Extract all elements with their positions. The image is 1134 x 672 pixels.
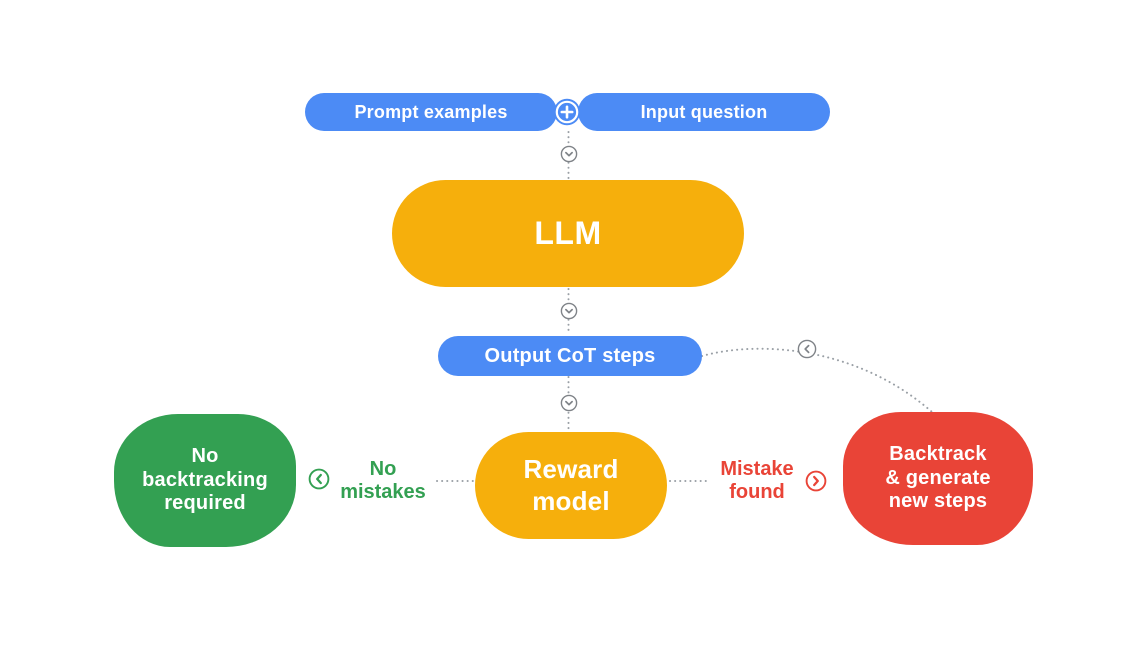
output-cot-steps-pill: Output CoT steps	[438, 336, 702, 376]
reward-model-label-line2: model	[532, 485, 610, 516]
output-cot-steps-label: Output CoT steps	[484, 344, 656, 367]
input-question-pill: Input question	[578, 93, 830, 131]
chevron-right-icon	[805, 470, 827, 492]
backtrack-label-line3: new steps	[888, 490, 988, 513]
no-mistakes-label-line2: mistakes	[340, 481, 426, 503]
backtrack-node: Backtrack & generate new steps	[843, 412, 1033, 545]
no-mistakes-label: No mistakes	[328, 458, 438, 504]
reward-model-label-line1: Reward	[523, 453, 619, 484]
chevron-down-icon	[560, 302, 578, 320]
prompt-examples-pill: Prompt examples	[305, 93, 557, 131]
chevron-left-icon	[797, 339, 817, 359]
chevron-down-icon	[560, 394, 578, 412]
llm-label: LLM	[534, 215, 602, 251]
mistake-found-label: Mistake found	[702, 458, 812, 504]
connector-backtrack-loop	[701, 347, 933, 413]
prompt-examples-label: Prompt examples	[354, 101, 508, 122]
llm-node: LLM	[392, 180, 744, 287]
no-backtracking-label-line3: required	[164, 492, 246, 515]
mistake-found-label-line2: found	[729, 481, 785, 503]
chevron-left-icon	[308, 468, 330, 490]
no-mistakes-label-line1: No	[369, 458, 397, 480]
input-question-label: Input question	[640, 101, 768, 122]
no-backtracking-label-line2: backtracking	[142, 468, 268, 491]
no-backtracking-node: No backtracking required	[114, 414, 296, 547]
mistake-found-label-line1: Mistake	[720, 458, 794, 480]
no-backtracking-label-line1: No	[191, 445, 219, 468]
plus-icon	[553, 98, 581, 126]
reward-model-node: Reward model	[475, 432, 667, 539]
chevron-down-icon	[560, 145, 578, 163]
backtrack-label-line2: & generate	[885, 466, 991, 489]
backtrack-label-line1: Backtrack	[889, 443, 987, 466]
